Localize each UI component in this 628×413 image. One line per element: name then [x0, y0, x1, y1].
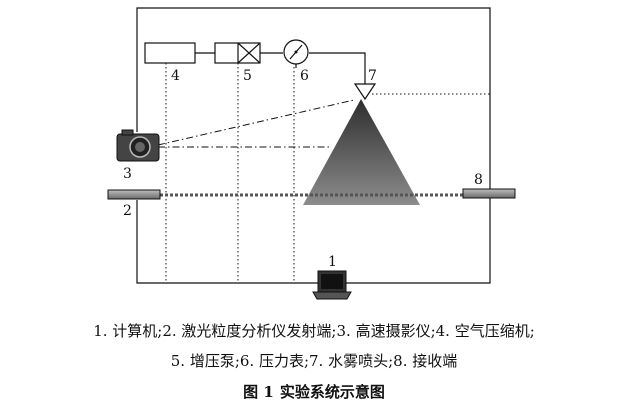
- caption-line-1: 1. 计算机;2. 激光粒度分析仪发射端;3. 高速摄影仪;4. 空气压缩机;: [93, 322, 535, 340]
- air-compressor-box: [144, 42, 196, 64]
- gauge-center: [294, 50, 298, 54]
- label-pump: 5: [243, 68, 252, 84]
- label-camera: 3: [123, 166, 132, 182]
- caption-line-2: 5. 增压泵;6. 压力表;7. 水雾喷头;8. 接收端: [170, 352, 458, 370]
- label-laser-emitter: 2: [123, 203, 132, 219]
- camera-view-line: [157, 99, 355, 146]
- supply-line: [195, 52, 366, 84]
- label-gauge: 6: [300, 68, 309, 84]
- laptop-computer-icon: [312, 270, 352, 300]
- label-nozzle: 7: [368, 68, 377, 84]
- spray-nozzle-icon: [353, 83, 377, 101]
- figure-title-text: 实验系统示意图: [279, 383, 385, 401]
- label-compressor: 4: [171, 68, 180, 84]
- laser-emitter-device: [107, 189, 161, 200]
- label-receiver: 8: [474, 172, 483, 188]
- high-speed-camera-icon: [116, 129, 160, 162]
- water-spray-cone: [303, 99, 420, 205]
- experiment-system-diagram: 4 5 6 7 2 8 3 1: [107, 7, 516, 300]
- label-computer: 1: [328, 254, 337, 270]
- figure-number: 图 1: [243, 383, 274, 401]
- frame-line: [136, 7, 491, 284]
- pump-valve-icon: [237, 42, 261, 64]
- figure-title: 图 1 实验系统示意图: [0, 381, 628, 402]
- receiver-device: [462, 188, 516, 199]
